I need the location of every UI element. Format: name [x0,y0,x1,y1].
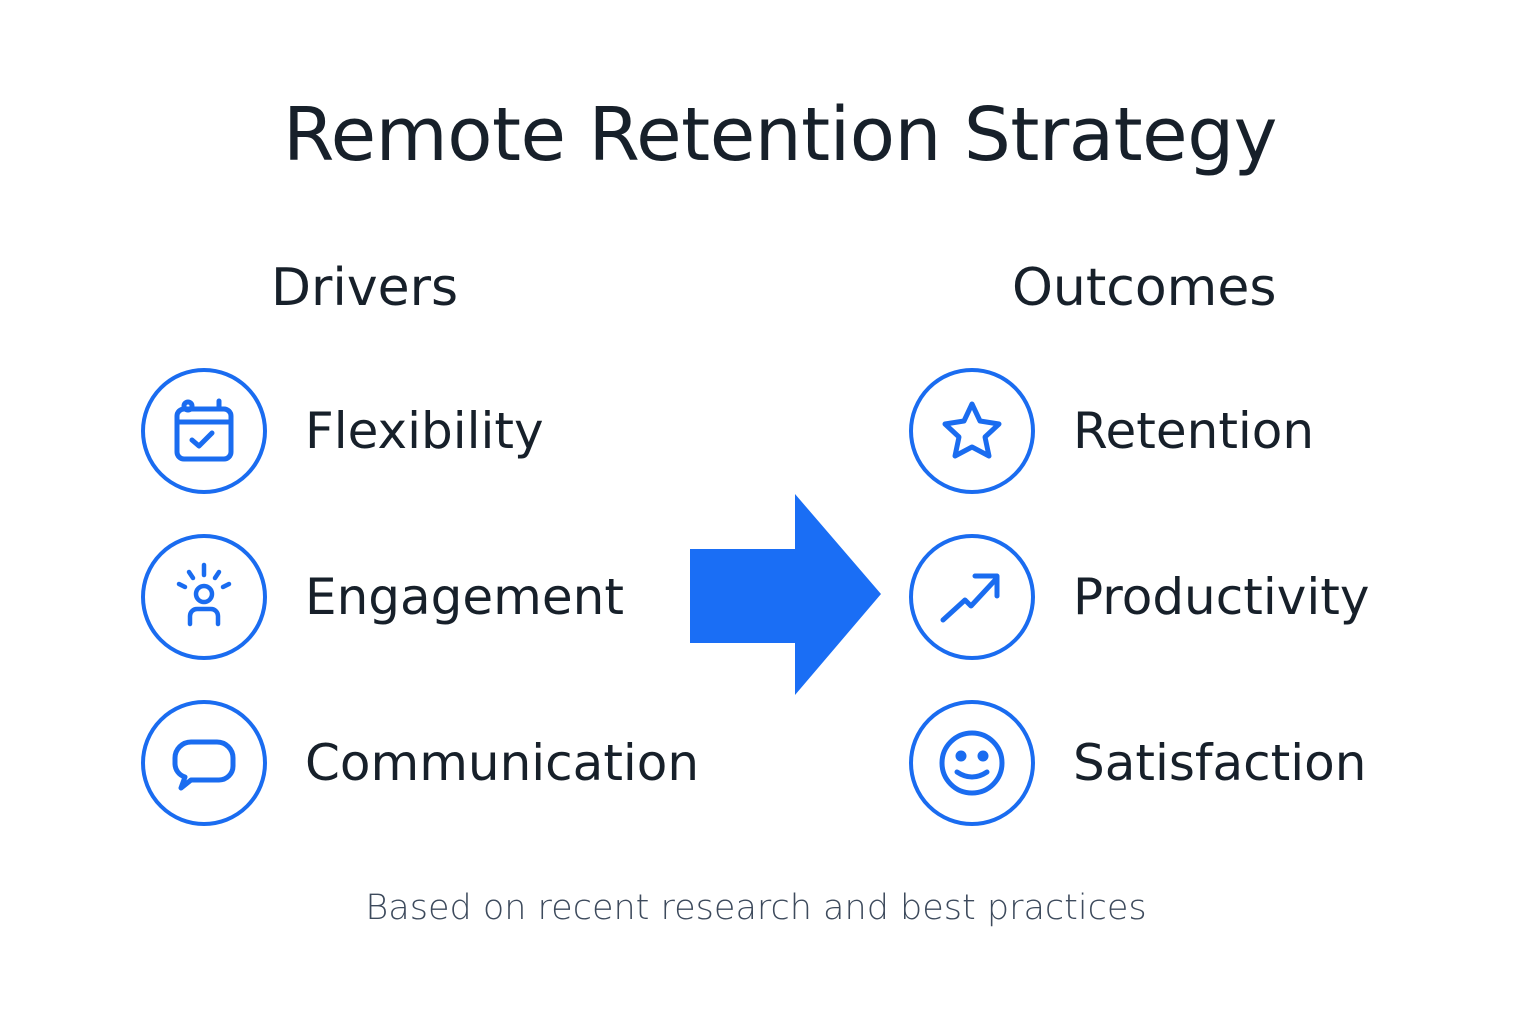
outcomes-heading: Outcomes [1012,258,1277,318]
star-icon [942,401,1002,459]
outcome-satisfaction: Satisfaction [909,700,1366,826]
driver-communication: Communication [141,700,699,826]
trend-up-icon [940,573,1000,623]
driver-label: Engagement [305,568,624,626]
driver-label: Communication [305,734,700,792]
communication-icon-circle [141,700,267,826]
productivity-icon-circle [909,534,1035,660]
retention-icon-circle [909,368,1035,494]
page-title: Remote Retention Strategy [283,92,1277,178]
chat-bubble-icon [172,739,236,791]
driver-label: Flexibility [305,402,544,460]
outcome-productivity: Productivity [909,534,1369,660]
outcome-retention: Retention [909,368,1314,494]
outcome-label: Retention [1073,402,1315,460]
satisfaction-icon-circle [909,700,1035,826]
flexibility-icon-circle [141,368,267,494]
calendar-check-icon [174,398,234,462]
outcome-label: Productivity [1073,568,1370,626]
smiley-icon [939,730,1005,796]
drivers-heading: Drivers [271,258,459,318]
right-arrow-icon [690,494,881,695]
driver-flexibility: Flexibility [141,368,544,494]
person-spark-icon [176,562,232,627]
outcome-label: Satisfaction [1073,734,1367,792]
footer-note: Based on recent research and best practi… [365,888,1147,928]
engagement-icon-circle [141,534,267,660]
driver-engagement: Engagement [141,534,624,660]
